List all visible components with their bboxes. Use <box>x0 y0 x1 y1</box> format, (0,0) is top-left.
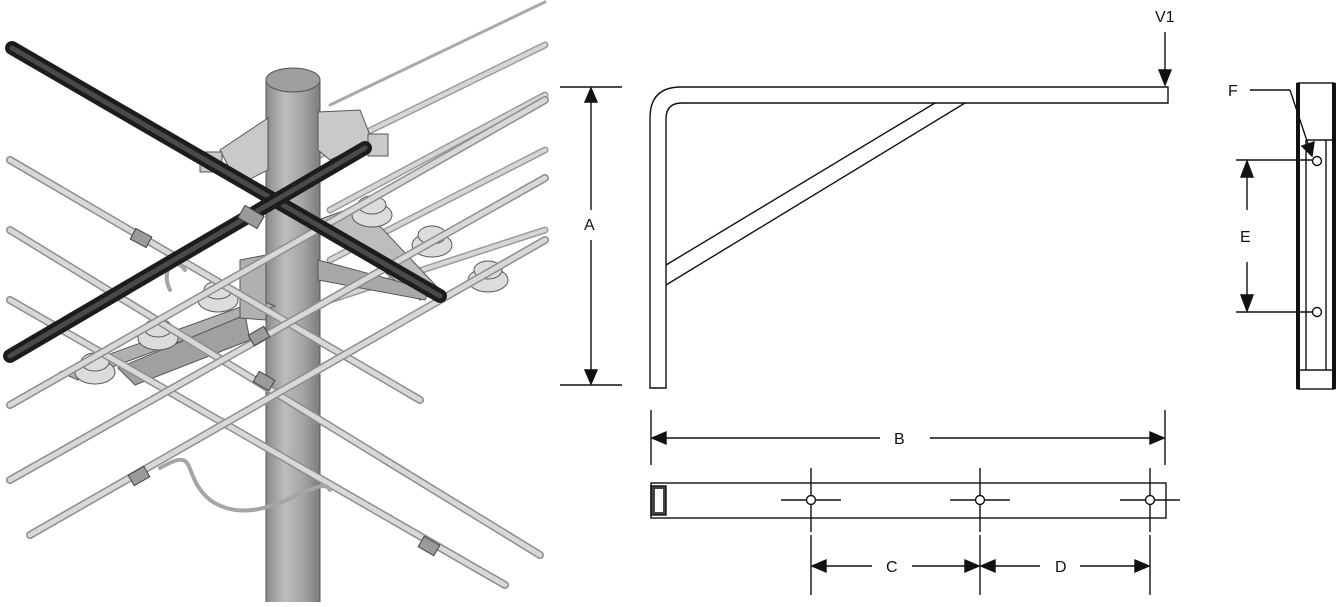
label-f: F <box>1228 83 1238 100</box>
front-grey-wires <box>6 96 549 589</box>
label-d: D <box>1055 559 1067 576</box>
label-c: C <box>886 559 898 576</box>
bracket-drawing: A V1 B <box>560 0 1340 602</box>
label-v1: V1 <box>1155 9 1175 26</box>
wire-clamps <box>127 204 441 557</box>
label-e: E <box>1240 229 1251 246</box>
dimension-c-d <box>810 535 1151 595</box>
bracket-side-view <box>649 86 1169 389</box>
dimension-b <box>650 410 1166 465</box>
label-b: B <box>894 431 905 448</box>
pole-illustration <box>0 0 560 606</box>
bracket-end-view <box>1296 82 1336 390</box>
dimension-e <box>1236 159 1312 313</box>
bracket-technical-drawing-icon: A V1 B <box>560 9 1336 595</box>
utility-pole-icon <box>3 0 549 606</box>
bracket-top-view <box>650 468 1180 532</box>
leader-f <box>1250 89 1315 158</box>
load-arrow-v1 <box>1157 32 1173 87</box>
black-cables <box>3 41 447 363</box>
dimension-a <box>560 86 622 386</box>
label-a: A <box>584 217 595 234</box>
